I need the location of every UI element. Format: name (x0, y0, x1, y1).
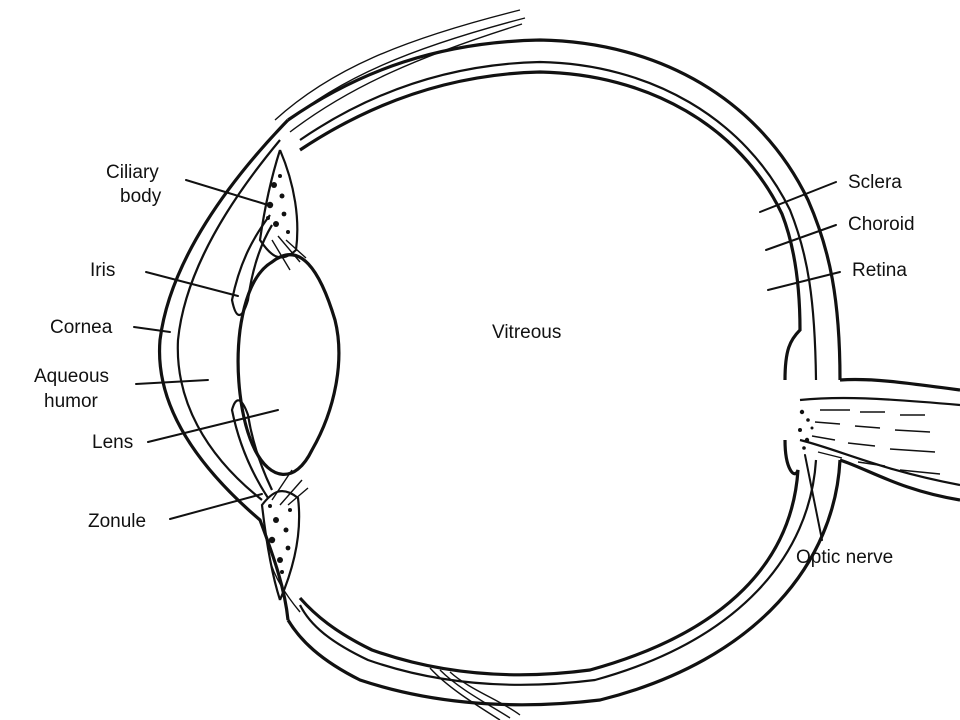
label-sclera: Sclera (848, 172, 902, 193)
optic-nerve-fibers (811, 409, 941, 475)
lens (236, 253, 341, 476)
label-retina: Retina (852, 260, 907, 281)
label-zonule: Zonule (88, 511, 146, 532)
label-vitreous: Vitreous (492, 322, 561, 343)
leader-zonule (169, 493, 263, 520)
label-optic-nerve: Optic nerve (796, 547, 893, 568)
eyelid-strands (269, 9, 526, 720)
leader-sclera (759, 181, 837, 213)
iris-upper (230, 214, 273, 317)
zonule-fibers (271, 235, 309, 506)
cornea-inner (176, 139, 281, 501)
iris-lower (230, 399, 273, 499)
leader-aqueous-humor (135, 379, 209, 385)
label-choroid: Choroid (848, 214, 915, 235)
ciliary-body-lower-outline (260, 489, 301, 601)
label-cornea: Cornea (50, 317, 113, 338)
label-aqueous-humor-line2: humor (44, 391, 99, 412)
label-lens: Lens (92, 432, 133, 453)
optic-disc-specks (798, 409, 814, 450)
leader-iris (145, 271, 239, 297)
optic-nerve-inner (799, 396, 960, 487)
leader-ciliary-body (185, 179, 269, 206)
leader-cornea (133, 326, 171, 333)
label-aqueous-humor-line1: Aqueous (34, 366, 109, 387)
ciliary-body-upper-outline (258, 149, 299, 259)
cornea (157, 118, 290, 621)
leader-retina (767, 271, 841, 291)
sclera-outer-surface (286, 38, 842, 707)
ciliary-texture (266, 174, 292, 574)
leader-optic-nerve (804, 454, 823, 541)
optic-nerve-sheath (839, 377, 960, 502)
label-ciliary-body-line2: body (120, 186, 162, 207)
leader-lens (147, 409, 279, 443)
choroid-layer (299, 60, 818, 686)
label-ciliary-body-line1: Ciliary (106, 162, 159, 183)
leader-choroid (765, 224, 837, 251)
retina-layer (298, 70, 802, 677)
label-iris: Iris (90, 260, 115, 281)
